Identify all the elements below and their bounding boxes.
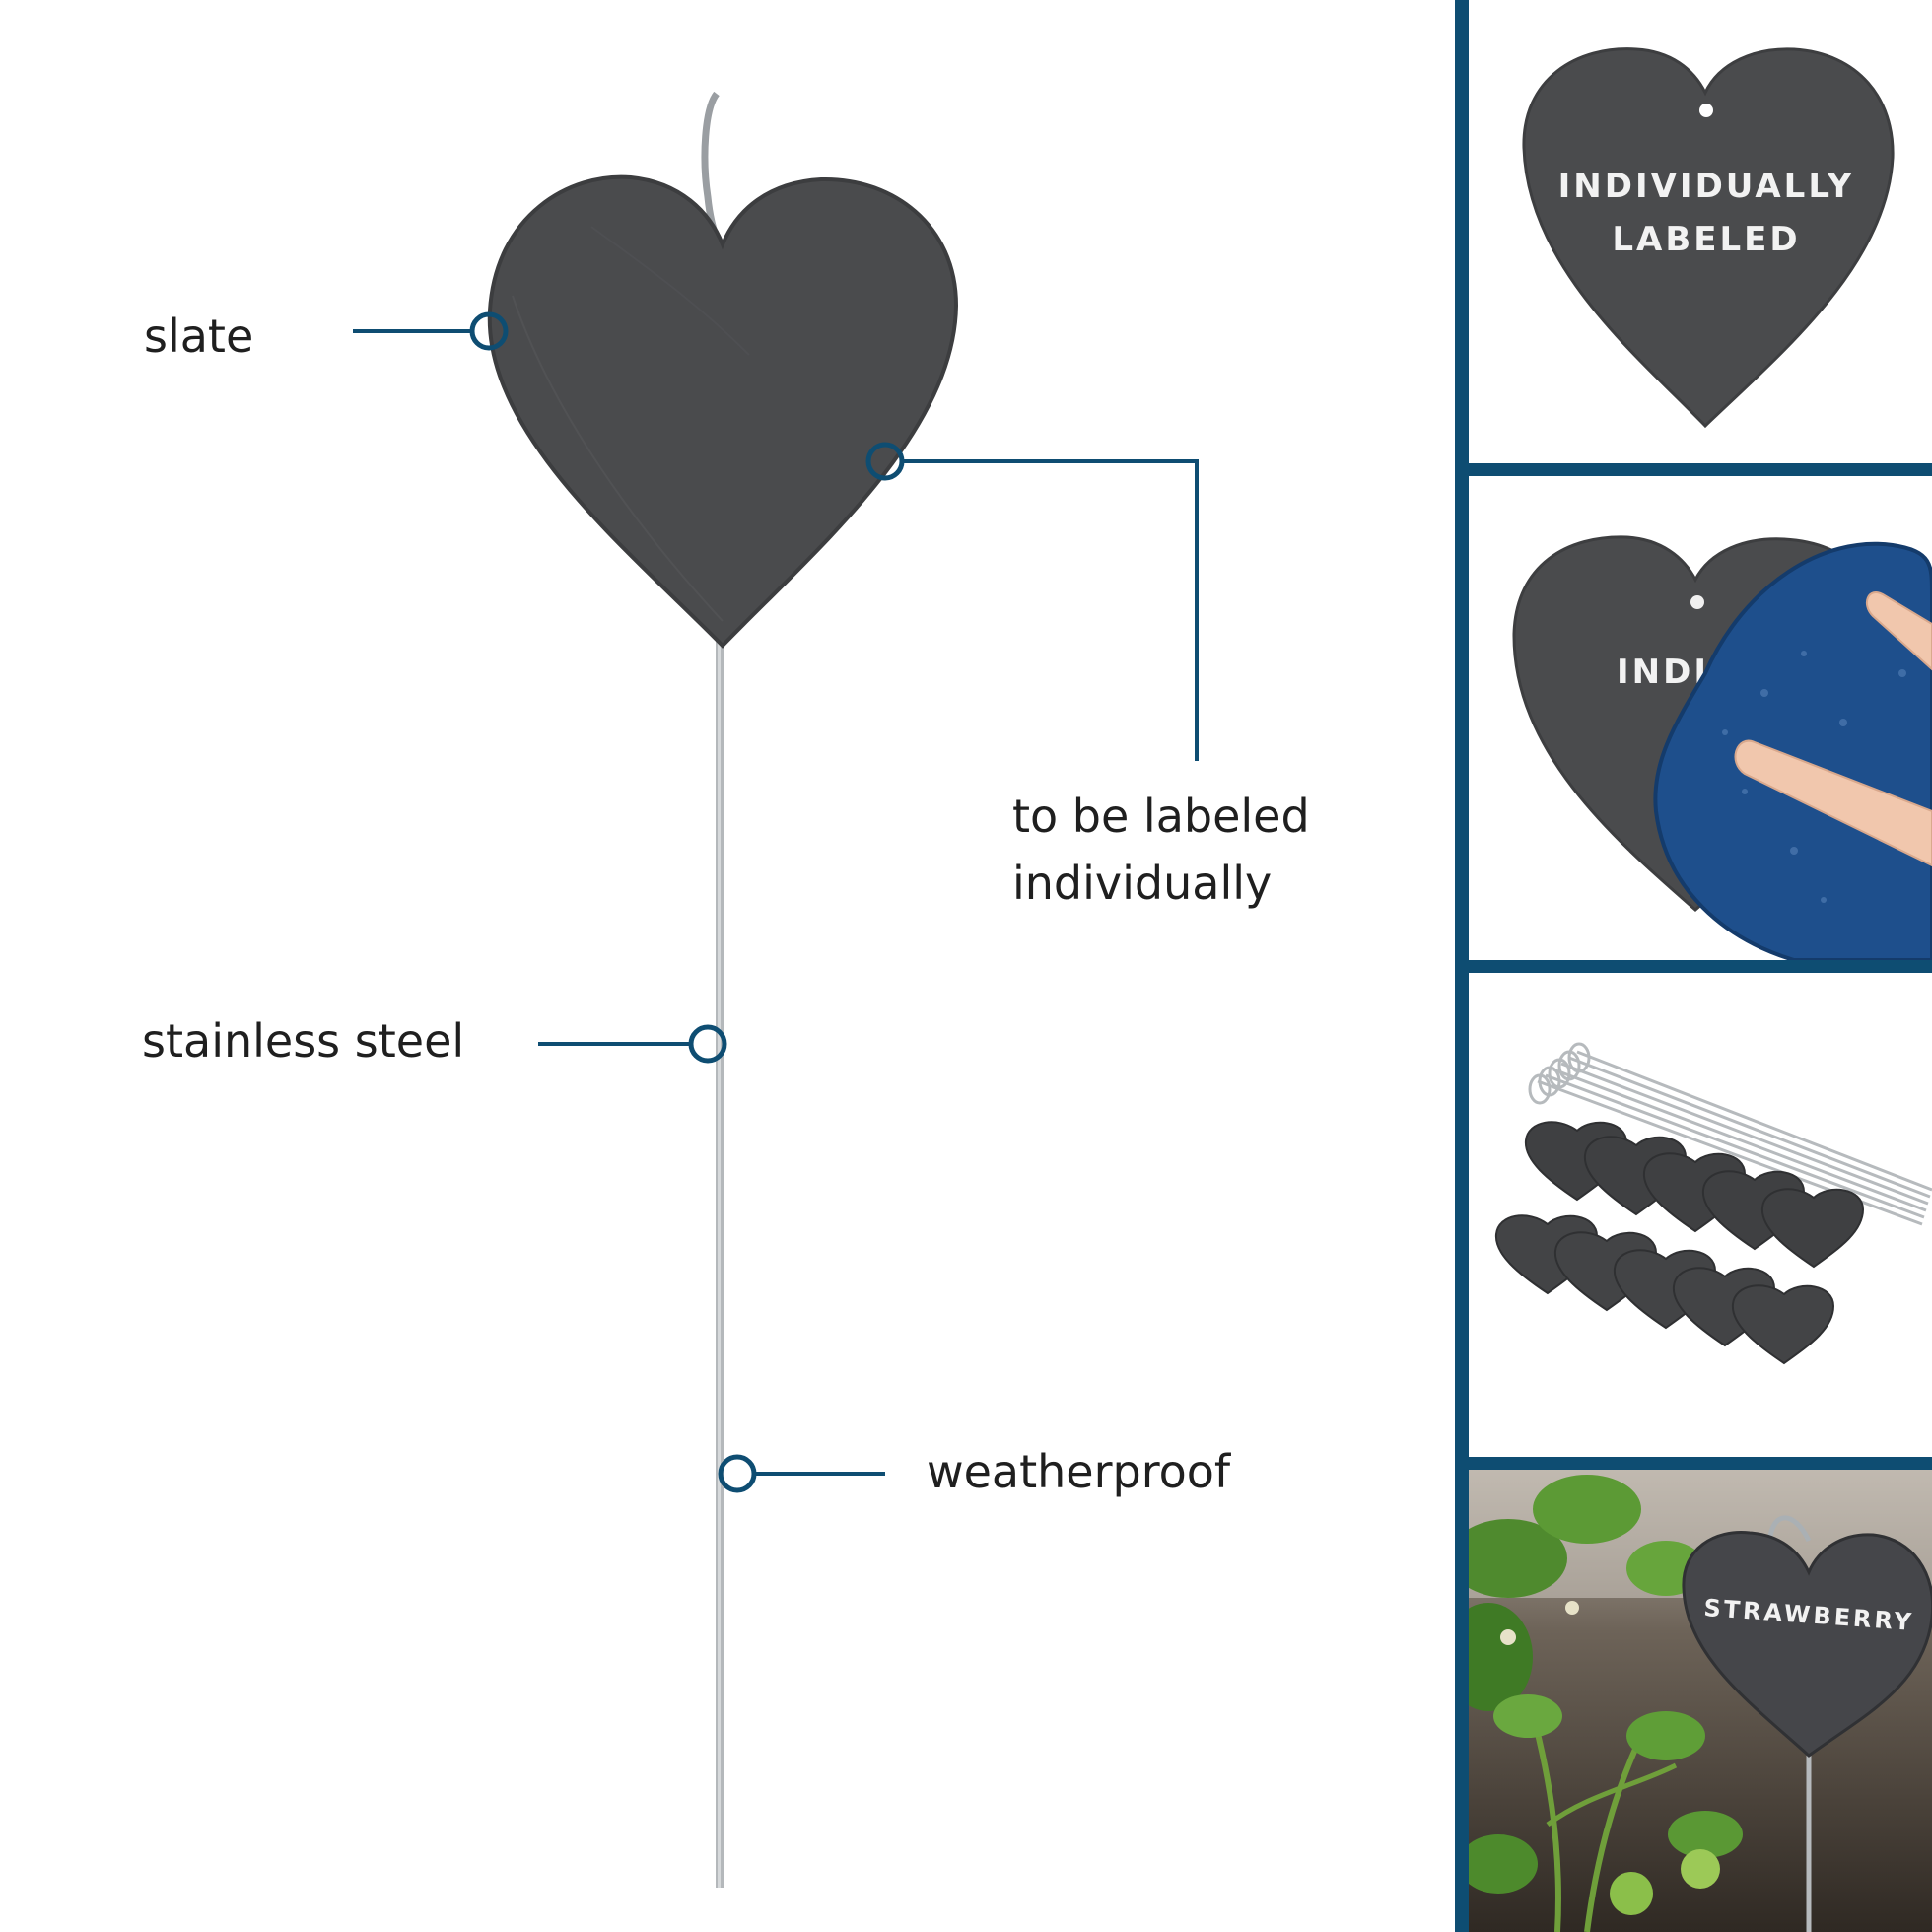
slate-heart xyxy=(487,174,959,649)
garden-slate-heart xyxy=(1682,1531,1932,1758)
panel-divider-1 xyxy=(1455,463,1932,476)
panel1-text-line2: LABELED xyxy=(1612,220,1800,259)
callout-weatherproof-marker xyxy=(718,1454,885,1493)
finger-top xyxy=(1865,591,1932,671)
label-stainless-steel: stainless steel xyxy=(142,1014,465,1068)
label-to-be-labeled-line1: to be labeled xyxy=(1012,790,1310,843)
panel-product-set xyxy=(1494,1042,1932,1365)
panel2-partial-text: INDI xyxy=(1617,653,1709,692)
label-weatherproof: weatherproof xyxy=(927,1445,1231,1498)
main-illustration xyxy=(353,91,1199,1888)
panel-divider-2 xyxy=(1455,960,1932,973)
callout-slate-marker xyxy=(353,311,509,351)
heart-row-back xyxy=(1524,1121,1865,1269)
label-to-be-labeled: to be labeled individually xyxy=(1012,783,1310,917)
panel-divider-3 xyxy=(1455,1457,1932,1470)
label-slate: slate xyxy=(144,310,254,363)
label-to-be-labeled-line2: individually xyxy=(1012,857,1273,910)
finger-middle xyxy=(1734,739,1932,867)
sponge xyxy=(1653,541,1932,960)
heart-row-front xyxy=(1494,1214,1835,1365)
strawberry-plant xyxy=(1469,1475,1743,1932)
panel1-text-line1: INDIVIDUALLY xyxy=(1558,167,1855,206)
callout-labeled-marker xyxy=(865,442,1199,761)
panel-garden-strawberry: STRAWBERRY xyxy=(1469,1470,1932,1932)
panel-individually-labeled: INDIVIDUALLY LABELED xyxy=(1522,47,1895,429)
panel-wipe-sponge: INDI xyxy=(1512,535,1932,960)
callout-steel-marker xyxy=(538,1024,727,1064)
